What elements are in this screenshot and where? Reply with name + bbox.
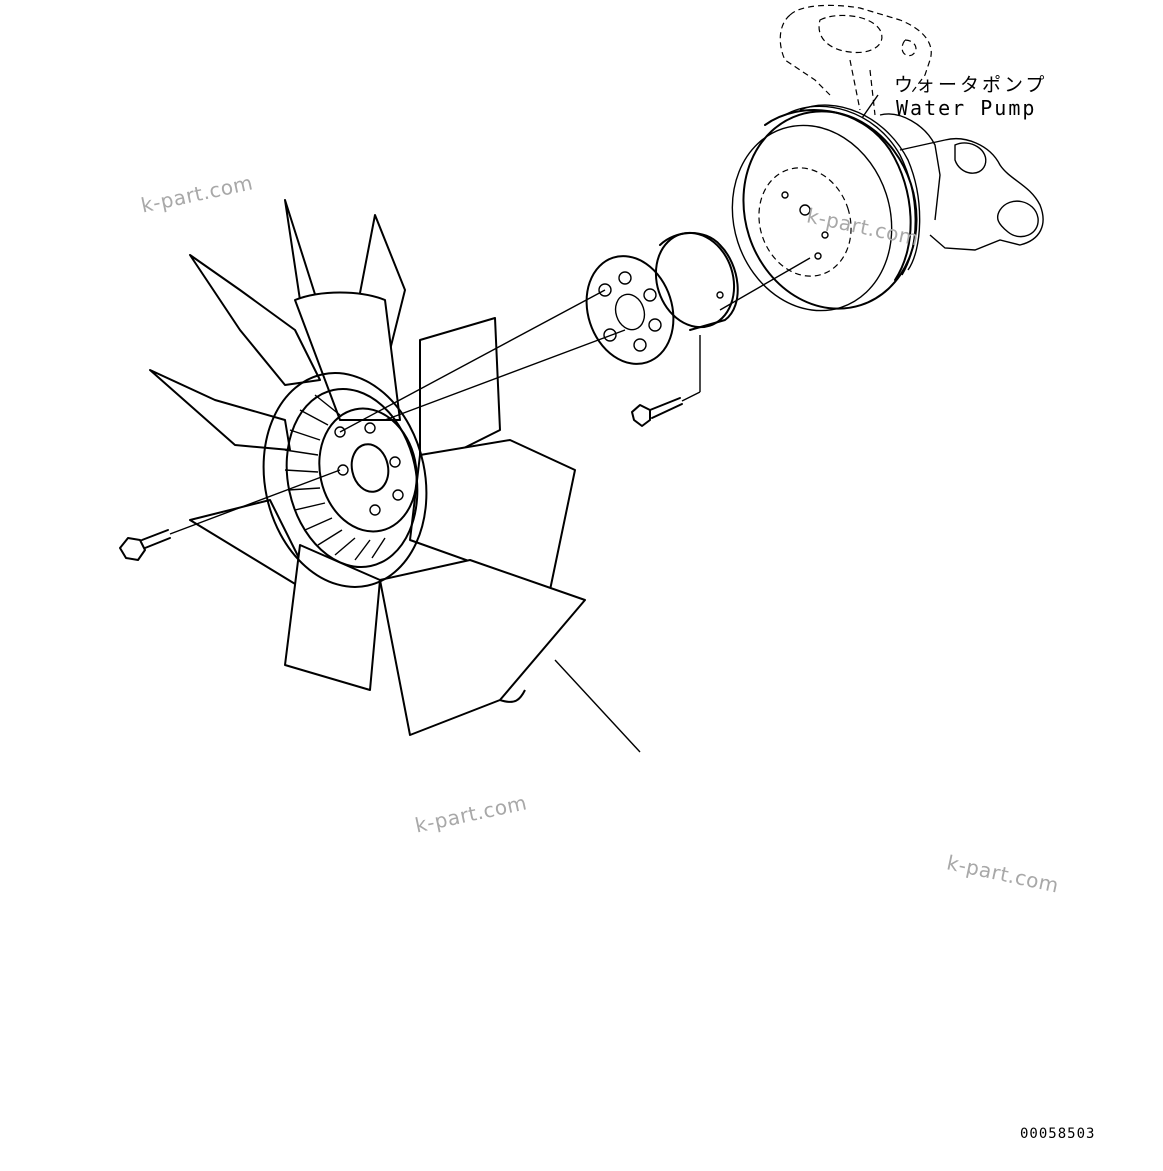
assembly-lines — [169, 94, 879, 753]
drawing-number: 00058503 — [1020, 1126, 1096, 1142]
water-pump-label-en: Water Pump — [896, 96, 1037, 120]
cooling-fan — [149, 199, 586, 736]
water-pump — [731, 4, 1044, 312]
water-pump-label-jp: ウォータポンプ — [894, 74, 1048, 96]
fan-bolt — [119, 529, 171, 561]
fan-spacer — [585, 231, 739, 365]
spacer-bolt — [631, 335, 701, 427]
